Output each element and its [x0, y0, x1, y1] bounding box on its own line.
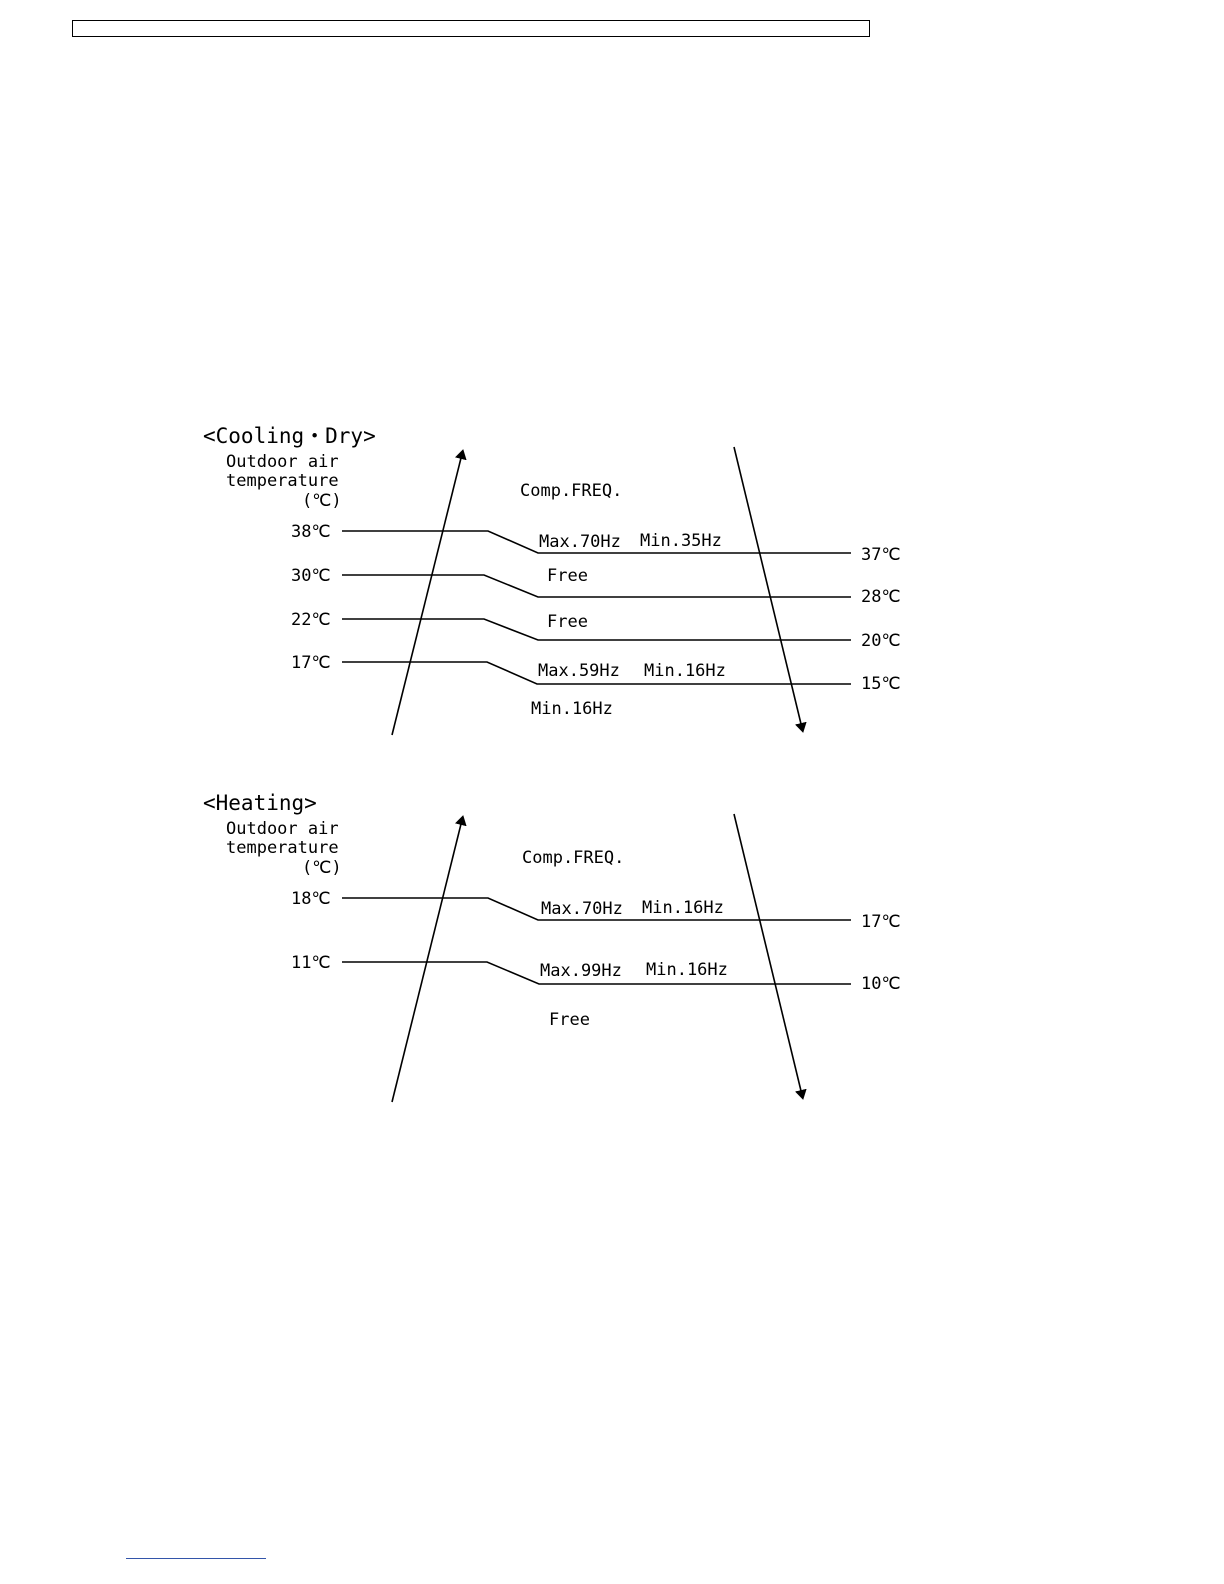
cooling-zone-max-label: Max.70Hz — [539, 532, 621, 552]
cooling-threshold-line — [342, 575, 851, 597]
cooling-zone-min-label: Min.35Hz — [640, 531, 722, 551]
heating-bottom-zone-label: Free — [549, 1010, 590, 1030]
heating-axis-label-line1: Outdoor air — [226, 819, 339, 839]
cooling-axis-unit: (℃) — [302, 491, 342, 511]
cooling-diagram: <Cooling・Dry> Outdoor air temperature (℃… — [203, 424, 901, 735]
cooling-falling-arrow — [734, 447, 802, 728]
cooling-bottom-zone-label: Min.16Hz — [531, 699, 613, 719]
cooling-freq-label: Comp.FREQ. — [520, 481, 622, 501]
cooling-axis-label-line2: temperature — [226, 471, 339, 491]
heating-rise-temp-label: 11℃ — [291, 953, 331, 973]
footer-link-line — [126, 1558, 266, 1559]
cooling-zone-max-label: Max.59Hz — [538, 661, 620, 681]
cooling-rise-temp-label: 38℃ — [291, 522, 331, 542]
cooling-title: <Cooling・Dry> — [203, 424, 376, 448]
heating-fall-temp-label: 17℃ — [861, 912, 901, 932]
heating-zone-min-label: Min.16Hz — [642, 898, 724, 918]
cooling-fall-temp-label: 15℃ — [861, 674, 901, 694]
heating-fall-temp-label: 10℃ — [861, 974, 901, 994]
heating-axis-label-line2: temperature — [226, 838, 339, 858]
cooling-zone-label: Free — [547, 612, 588, 632]
cooling-fall-temp-label: 28℃ — [861, 587, 901, 607]
cooling-zone-min-label: Min.16Hz — [644, 661, 726, 681]
heating-axis-unit: (℃) — [302, 858, 342, 878]
cooling-fall-temp-label: 37℃ — [861, 545, 901, 565]
heating-rising-arrow — [392, 820, 462, 1102]
heating-zone-max-label: Max.70Hz — [541, 899, 623, 919]
cooling-rise-temp-label: 30℃ — [291, 566, 331, 586]
heating-freq-label: Comp.FREQ. — [522, 848, 624, 868]
heating-rise-temp-label: 18℃ — [291, 889, 331, 909]
heating-zone-max-label: Max.99Hz — [540, 961, 622, 981]
heating-diagram: <Heating> Outdoor air temperature (℃) Co… — [203, 791, 901, 1102]
cooling-rising-arrow — [392, 454, 462, 735]
heating-zone-min-label: Min.16Hz — [646, 960, 728, 980]
cooling-rise-temp-label: 17℃ — [291, 653, 331, 673]
cooling-fall-temp-label: 20℃ — [861, 631, 901, 651]
heating-title: <Heating> — [203, 791, 317, 815]
cooling-axis-label-line1: Outdoor air — [226, 452, 339, 472]
heating-falling-arrow — [734, 814, 802, 1095]
cooling-zone-label: Free — [547, 566, 588, 586]
cooling-rise-temp-label: 22℃ — [291, 610, 331, 630]
